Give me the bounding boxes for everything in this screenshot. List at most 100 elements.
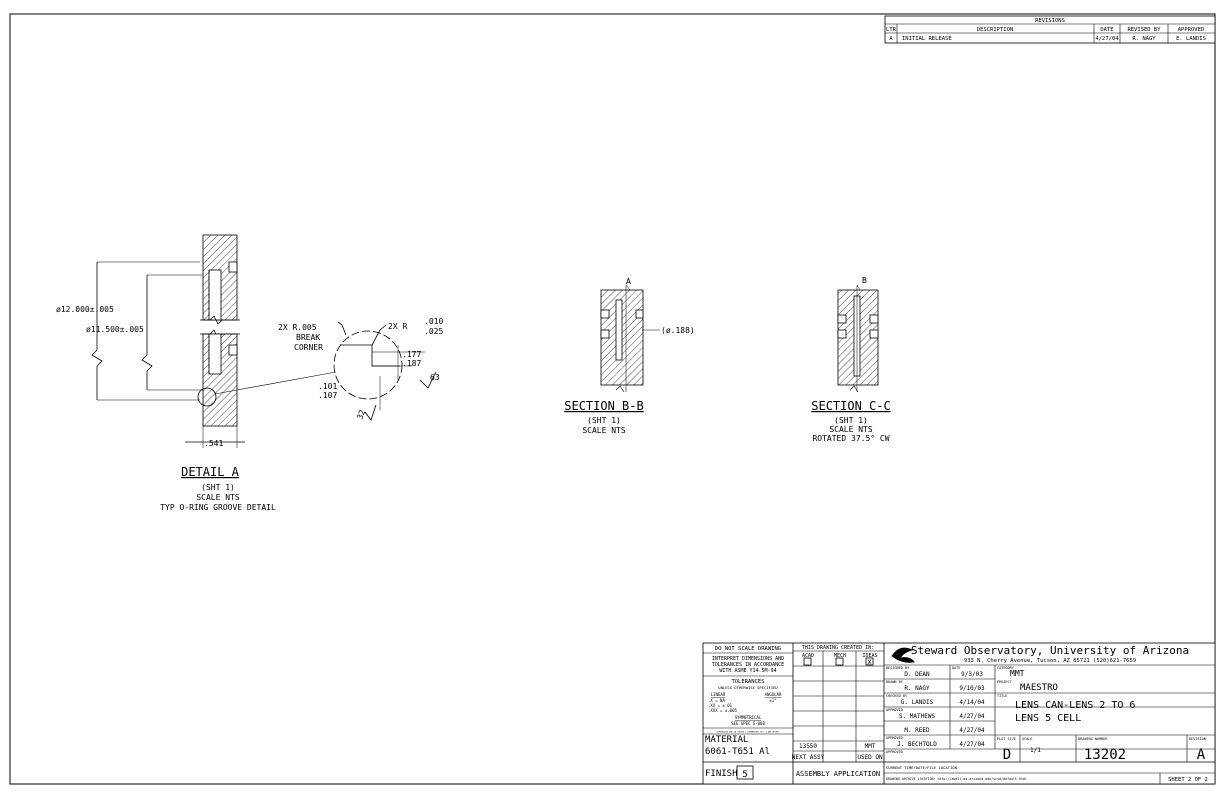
detail-a-sub3: TYP O-RING GROOVE DETAIL [160, 503, 276, 512]
rev-row-description: INITIAL RELEASE [902, 36, 952, 42]
tb-scale: 1/1 [1030, 747, 1041, 754]
finish-63: 63 [430, 373, 440, 382]
title-block [702, 642, 1216, 785]
note-2x-r: 2X R [388, 322, 407, 331]
ideas-checkbox [865, 657, 874, 666]
tb-plot-size: D [1003, 747, 1011, 763]
dim-dia-11-5: ø11.500±.005 [86, 325, 144, 334]
rev-row-revised-by: R. NAGY [1132, 36, 1156, 42]
tb-approved-label-1: APPROVED [886, 708, 903, 712]
tb-application: ASSEMBLY APPLICATION [796, 770, 880, 778]
dim-541: .541 [204, 439, 223, 448]
rev-row-approved: E. LANDIS [1176, 36, 1206, 42]
tb-designed-by-label: DESIGNED BY [886, 666, 910, 670]
section-b-labels: A (ø.188) SECTION B-B (SHT 1) SCALE NTS [564, 277, 694, 435]
detail-a-view [91, 234, 437, 448]
tb-do-not-scale: DO NOT SCALE DRAWING [715, 646, 781, 652]
section-b-sub1: (SHT 1) [587, 416, 621, 425]
tb-current-time: CURRENT TIME/DATE/FILE LOCATION [886, 765, 958, 770]
tb-date-label: DATE [952, 666, 960, 670]
section-b-sub2: SCALE NTS [582, 426, 626, 435]
tb-approved3-date: 4/27/04 [959, 741, 985, 748]
tb-project: MAESTRO [1020, 683, 1058, 693]
tb-sheet: SHEET 2 OF 2 [1168, 777, 1208, 783]
tb-revision-label: REVISION [1189, 737, 1206, 741]
tb-linear: LINEAR [711, 692, 726, 697]
mech-checkbox [835, 657, 844, 666]
acad-checkbox [803, 657, 812, 666]
tb-approved1: S. MATHEWS [899, 713, 936, 720]
tb-finish-num: 5 [742, 770, 747, 780]
tb-drawing-number-label: DRAWING NUMBER [1078, 737, 1108, 741]
tb-tolerances: TOLERANCES [731, 679, 764, 685]
rev-header-description: DESCRIPTION [977, 27, 1013, 33]
section-b-view [600, 284, 660, 393]
finish-box [736, 765, 754, 780]
tb-interpret3: WITH ASME Y14.5M-94 [719, 668, 776, 674]
tb-checked-by: G. LANDIS [901, 699, 934, 706]
tb-ideas: IDEAS [862, 653, 877, 659]
tb-checked-date: 4/14/04 [959, 699, 985, 706]
tb-acad: ACAD [802, 653, 814, 659]
section-b-label-a: A [626, 277, 631, 286]
tb-tol-x: .X = NA [708, 698, 725, 703]
tb-symmetrical: SYMMETRICAL [735, 715, 762, 720]
dim-101: .101 [318, 382, 337, 391]
detail-a-labels: ø12.000±.005 ø11.500±.005 .541 2X R.005 … [56, 305, 443, 512]
tb-next-assy: 13550 [799, 743, 817, 750]
dim-187: .187 [402, 359, 421, 368]
rev-header-date: DATE [1100, 27, 1113, 33]
section-c-label-b: B [862, 276, 867, 285]
detail-a-sub1: (SHT 1) [201, 483, 235, 492]
tb-designed-by: D. DEAN [904, 671, 930, 678]
tb-approved2-date: 4/27/04 [959, 727, 985, 734]
tb-drawn-date: 9/10/03 [959, 685, 985, 692]
tb-used-on: MMT [865, 743, 876, 750]
section-b-title: SECTION B-B [564, 399, 643, 413]
tb-title1: LENS CAN-LENS 2 TO 6 [1015, 700, 1135, 711]
tb-unless: UNLESS OTHERWISE SPECIFIED [718, 685, 778, 690]
tb-ideas-mark: X [867, 659, 872, 667]
rev-header-ltr: LTR [886, 27, 897, 33]
dim-177: .177 [402, 350, 421, 359]
tb-finish-label: FINISH [705, 769, 738, 779]
tb-drawn-by: R. NAGY [904, 685, 930, 692]
tb-tol-xxx: .XXX = ±.005 [708, 708, 737, 713]
dim-107: .107 [318, 391, 337, 400]
tb-designed-date: 9/3/03 [961, 671, 983, 678]
rev-row-ltr: A [889, 36, 893, 42]
rev-header-approved: APPROVED [1178, 27, 1205, 33]
tb-scale-label: SCALE [1022, 737, 1033, 741]
tb-title2: LENS 5 CELL [1015, 713, 1081, 724]
rev-row-date: 4/27/04 [1095, 36, 1119, 42]
dim-dia-188: (ø.188) [661, 326, 695, 335]
tb-category: MMT [1010, 669, 1025, 678]
tb-org: Steward Observatory, University of Arizo… [911, 644, 1189, 657]
tb-material-label: MATERIAL [705, 735, 748, 745]
tb-mech: MECH [834, 653, 846, 659]
section-c-sub3: ROTATED 37.5° CW [812, 434, 889, 443]
tb-angular: ANGULAR [765, 692, 782, 697]
dim-010: .010 [424, 317, 443, 326]
detail-a-zoom-circle [333, 330, 403, 400]
dim-dia-12: ø12.000±.005 [56, 305, 114, 314]
section-c-labels: B SECTION C-C (SHT 1) SCALE NTS ROTATED … [811, 276, 890, 443]
dim-025: .025 [424, 327, 443, 336]
sheet-border [9, 13, 1216, 785]
tb-approved2: M. REED [904, 727, 930, 734]
tb-interpret1: INTERPRET DIMENSIONS AND [712, 656, 784, 662]
tb-archive: DRAWING ARCHIVE LOCATION: http://abell.a… [886, 777, 1027, 781]
section-c-sub2: SCALE NTS [829, 425, 873, 434]
note-2x-r005: 2X R.005 [278, 323, 317, 332]
detail-a-callout-circle [197, 387, 217, 407]
finish-32: 32 [355, 408, 367, 420]
tb-drawn-by-label: DRAWN BY [886, 680, 904, 684]
section-c-sub1: (SHT 1) [834, 416, 868, 425]
rev-header-revised-by: REVISED BY [1127, 27, 1161, 33]
tb-category-label: CATEGORY [997, 666, 1015, 670]
tb-created-in: THIS DRAWING CREATED IN: [802, 645, 874, 651]
tb-drawing-number: 13202 [1084, 747, 1126, 763]
tb-material: 6061-T651 Al [705, 747, 770, 757]
tb-see-spec: SEE SPEC S-008 [731, 721, 765, 726]
note-break: BREAK [296, 333, 320, 342]
